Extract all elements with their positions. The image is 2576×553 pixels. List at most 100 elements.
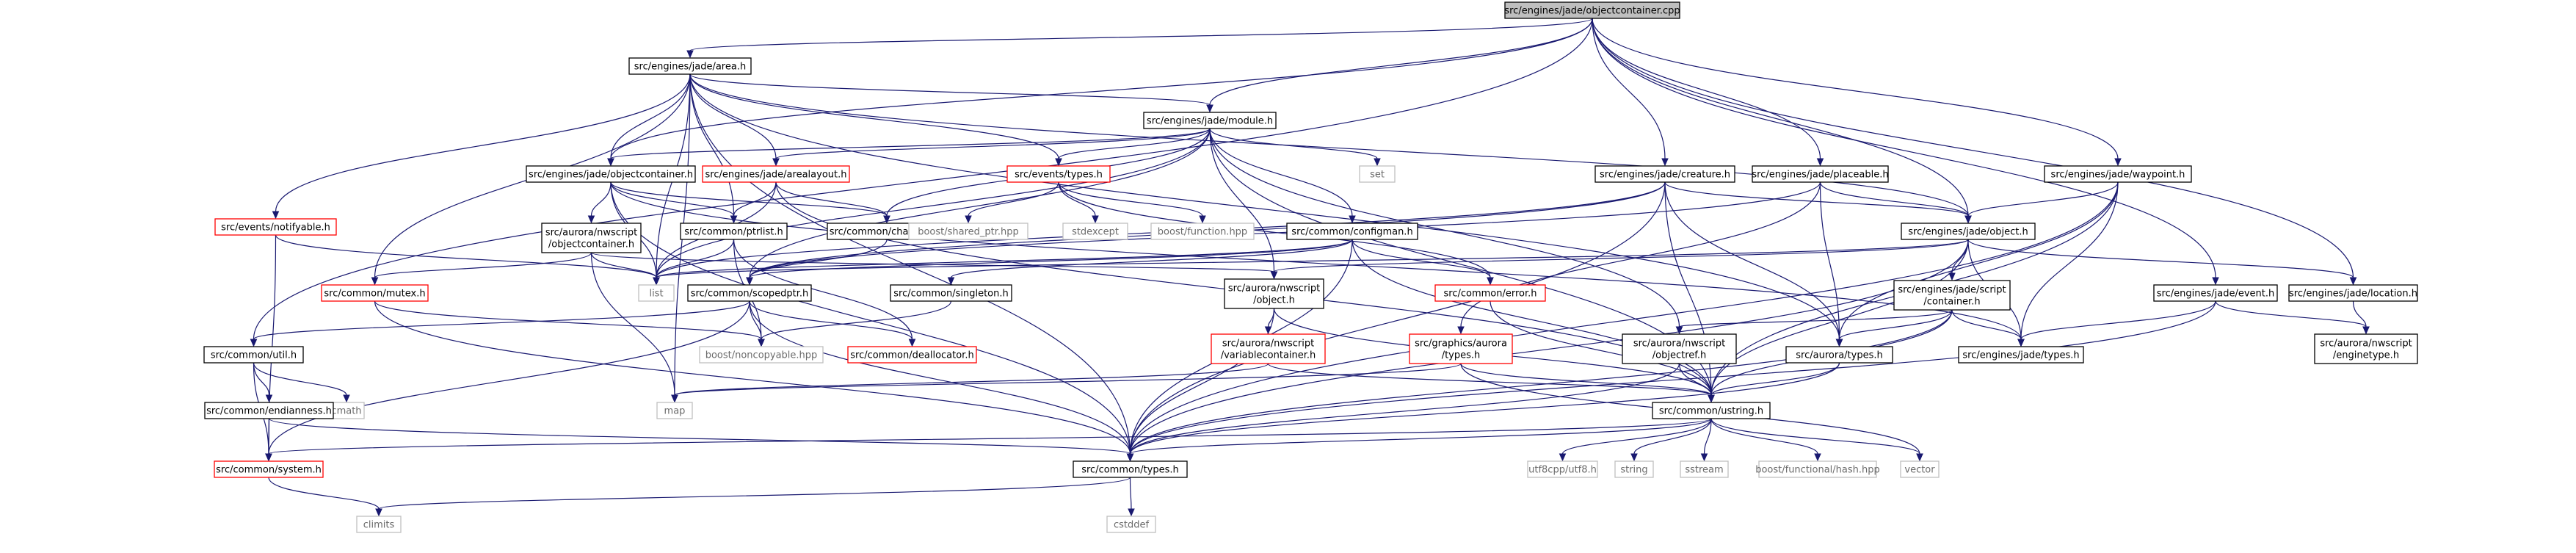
node-configman[interactable]: src/common/configman.h bbox=[1286, 223, 1418, 240]
node-box bbox=[847, 346, 977, 364]
node-location[interactable]: src/engines/jade/location.h bbox=[2288, 284, 2418, 302]
node-waypoint[interactable]: src/engines/jade/waypoint.h bbox=[2044, 165, 2192, 183]
node-ptrlist[interactable]: src/common/ptrlist.h bbox=[680, 223, 788, 240]
node-box bbox=[1434, 284, 1546, 302]
node-notifyable[interactable]: src/events/notifyable.h bbox=[214, 218, 337, 236]
edge-system-to-climits bbox=[268, 477, 382, 517]
edge-location-to-enginetype bbox=[2352, 300, 2370, 335]
node-enginetype[interactable]: src/aurora/nwscript/enginetype.h bbox=[2314, 333, 2418, 364]
node-box bbox=[1224, 278, 1324, 309]
edge-module-to-jade_objectcontainer bbox=[607, 128, 1211, 167]
node-noncopyable: boost/noncopyable.hpp bbox=[699, 346, 824, 364]
node-label: src/common/types.h bbox=[1081, 465, 1179, 476]
node-singleton[interactable]: src/common/singleton.h bbox=[890, 284, 1012, 302]
node-box bbox=[1594, 165, 1735, 183]
node-ustring[interactable]: src/common/ustring.h bbox=[1652, 402, 1771, 419]
edge-root-to-jade_object bbox=[1592, 18, 1972, 224]
edge-mutex-to-noncopyable bbox=[374, 300, 765, 347]
edge-creature-to-jade_object bbox=[1664, 181, 1972, 224]
node-common-types[interactable]: src/common/types.h bbox=[1073, 460, 1188, 478]
edge-events_types-to-shared_ptr bbox=[965, 181, 1059, 224]
node-root: src/engines/jade/objectcontainer.cpp bbox=[1504, 1, 1680, 19]
edge-area-to-module bbox=[689, 73, 1213, 113]
node-util[interactable]: src/common/util.h bbox=[203, 346, 304, 364]
edge-area-to-notifyable bbox=[272, 73, 691, 220]
node-deallocator[interactable]: src/common/deallocator.h bbox=[847, 346, 977, 364]
node-box bbox=[699, 346, 824, 364]
node-objectref[interactable]: src/aurora/nwscript/objectref.h bbox=[1622, 333, 1737, 364]
node-label: src/common/scopedptr.h bbox=[691, 289, 809, 300]
node-box bbox=[2153, 284, 2278, 302]
node-jade-objectcontainer[interactable]: src/engines/jade/objectcontainer.h bbox=[526, 165, 696, 183]
node-set: set bbox=[1359, 165, 1396, 183]
node-box bbox=[890, 284, 1012, 302]
edge-ustring-to-string bbox=[1630, 418, 1712, 462]
node-box bbox=[1106, 516, 1156, 533]
node-box bbox=[702, 165, 850, 183]
node-nws-objectcontainer[interactable]: src/aurora/nwscript/objectcontainer.h bbox=[541, 223, 642, 253]
node-scopedptr[interactable]: src/common/scopedptr.h bbox=[687, 284, 812, 302]
edge-configman-to-scopedptr bbox=[746, 239, 1353, 286]
edge-ustring-to-sstream bbox=[1700, 418, 1712, 462]
node-label: cmath bbox=[331, 406, 361, 417]
node-error[interactable]: src/common/error.h bbox=[1434, 284, 1546, 302]
edge-waypoint-to-jade_object bbox=[1964, 181, 2119, 224]
node-label: src/common/singleton.h bbox=[893, 289, 1009, 300]
node-label: src/common/error.h bbox=[1443, 289, 1536, 300]
node-label: src/engines/jade/arealayout.h bbox=[705, 170, 847, 181]
node-aurora-types[interactable]: src/aurora/types.h bbox=[1785, 346, 1893, 364]
node-utf8: utf8cpp/utf8.h bbox=[1527, 460, 1598, 478]
edge-jade_object-to-list bbox=[653, 239, 1969, 286]
node-box bbox=[638, 284, 675, 302]
edge-layer bbox=[250, 18, 2370, 517]
node-system[interactable]: src/common/system.h bbox=[214, 460, 324, 478]
node-jade-object[interactable]: src/engines/jade/object.h bbox=[1901, 223, 2036, 240]
node-box bbox=[1143, 112, 1277, 129]
node-placeable[interactable]: src/engines/jade/placeable.h bbox=[1752, 165, 1889, 183]
node-jade-script-container[interactable]: src/engines/jade/script/container.h bbox=[1893, 280, 2011, 311]
node-module[interactable]: src/engines/jade/module.h bbox=[1143, 112, 1277, 129]
edge-jade_script_container-to-aurora_types bbox=[1835, 309, 1953, 347]
node-label: src/engines/jade/event.h bbox=[2157, 289, 2274, 300]
node-label: src/common/mutex.h bbox=[324, 289, 425, 300]
node-box bbox=[1062, 223, 1128, 240]
node-label: src/events/notifyable.h bbox=[221, 223, 330, 234]
node-creature[interactable]: src/engines/jade/creature.h bbox=[1594, 165, 1735, 183]
node-variablecontainer[interactable]: src/aurora/nwscript/variablecontainer.h bbox=[1211, 333, 1326, 364]
node-box bbox=[1286, 223, 1418, 240]
node-box bbox=[1527, 460, 1598, 478]
node-label: boost/function.hpp bbox=[1158, 227, 1247, 238]
node-box bbox=[680, 223, 788, 240]
node-label: cstddef bbox=[1114, 520, 1150, 531]
node-label: src/engines/jade/types.h bbox=[1962, 350, 2079, 361]
edge-arealayout-to-changeid bbox=[775, 181, 890, 224]
edge-ustring-to-common_types bbox=[1126, 418, 1712, 462]
node-mutex[interactable]: src/common/mutex.h bbox=[321, 284, 429, 302]
node-arealayout[interactable]: src/engines/jade/arealayout.h bbox=[702, 165, 850, 183]
node-area[interactable]: src/engines/jade/area.h bbox=[628, 57, 752, 75]
edge-graphics_aurora_types-to-map bbox=[671, 363, 1462, 403]
node-list: list bbox=[638, 284, 675, 302]
node-label: stdexcept bbox=[1072, 227, 1119, 238]
node-graphics-aurora-types[interactable]: src/graphics/aurora/types.h bbox=[1409, 333, 1513, 364]
node-events-types[interactable]: src/events/types.h bbox=[1006, 165, 1111, 183]
node-label: src/aurora/nwscript bbox=[1222, 339, 1314, 350]
node-jade-types[interactable]: src/engines/jade/types.h bbox=[1958, 346, 2084, 364]
edge-module-to-events_types bbox=[1055, 128, 1211, 167]
node-box bbox=[1504, 1, 1680, 19]
node-endianness[interactable]: src/common/endianness.h bbox=[204, 402, 334, 419]
node-label: /enginetype.h bbox=[2333, 350, 2399, 361]
edge-module-to-configman bbox=[1209, 128, 1356, 224]
node-cmath: cmath bbox=[328, 402, 365, 419]
node-label: /variablecontainer.h bbox=[1221, 350, 1316, 361]
node-label: boost/noncopyable.hpp bbox=[705, 350, 818, 361]
node-box bbox=[1785, 346, 1893, 364]
node-label: src/engines/jade/objectcontainer.h bbox=[529, 170, 693, 181]
node-box bbox=[1680, 460, 1729, 478]
node-nws-object[interactable]: src/aurora/nwscript/object.h bbox=[1224, 278, 1324, 309]
node-box bbox=[2314, 333, 2418, 364]
edge-configman-to-error bbox=[1352, 239, 1494, 286]
edge-singleton-to-noncopyable bbox=[758, 300, 952, 347]
node-jade-event[interactable]: src/engines/jade/event.h bbox=[2153, 284, 2278, 302]
edge-scopedptr-to-util bbox=[250, 300, 750, 347]
